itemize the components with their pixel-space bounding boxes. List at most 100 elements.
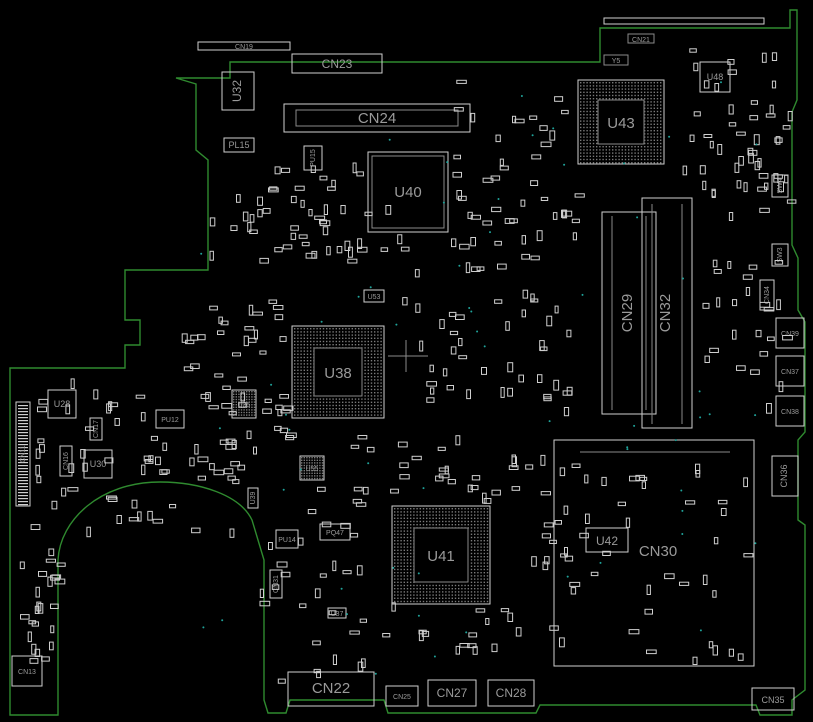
ball-pad <box>483 584 485 587</box>
passive-footprint <box>482 492 487 504</box>
ball-pad <box>380 382 382 384</box>
ball-pad <box>650 142 652 145</box>
ball-pad <box>358 340 360 343</box>
ball-pad <box>442 527 444 529</box>
via <box>626 448 629 451</box>
ball-pad <box>303 337 305 339</box>
passive-footprint <box>693 111 701 117</box>
ball-pad <box>458 524 460 526</box>
passive-footprint <box>530 293 535 302</box>
ball-pad <box>592 101 595 103</box>
ball-pad <box>467 520 469 523</box>
ball-pad <box>300 372 302 375</box>
passive-footprint <box>693 62 699 72</box>
ball-pad <box>367 369 369 371</box>
passive-footprint <box>336 246 343 254</box>
ball-pad <box>464 588 466 590</box>
ball-pad <box>403 536 405 539</box>
ball-pad <box>445 517 447 519</box>
via <box>200 252 203 255</box>
ball-pad <box>303 392 305 394</box>
ball-pad <box>432 524 434 526</box>
ball-pad <box>647 88 649 90</box>
ball-pad <box>300 353 302 355</box>
ball-pad <box>474 594 476 596</box>
ball-pad <box>306 388 309 391</box>
passive-footprint <box>764 182 769 190</box>
ball-pad <box>380 376 382 378</box>
ball-pad <box>480 552 482 555</box>
ball-pad <box>248 409 250 411</box>
passive-footprint <box>238 402 247 408</box>
passive-footprint <box>453 154 461 160</box>
ball-pad <box>596 155 598 157</box>
ball-pad <box>248 393 250 395</box>
passive-footprint <box>459 243 470 250</box>
ball-pad <box>300 340 302 343</box>
via <box>433 655 436 658</box>
ball-pad <box>644 136 646 138</box>
ball-pad <box>650 126 652 129</box>
ball-pad <box>477 565 479 567</box>
ball-pad <box>370 372 373 375</box>
ball-pad <box>624 98 627 100</box>
ball-pad <box>608 82 611 84</box>
ball-pad <box>486 600 489 603</box>
ball-pad <box>380 363 382 365</box>
ball-pad <box>470 540 473 542</box>
ball-pad <box>650 123 652 125</box>
ball-pad <box>653 85 655 87</box>
ball-pad <box>464 591 466 593</box>
ball-pad <box>596 149 598 151</box>
ball-pad <box>329 334 331 336</box>
ball-pad <box>351 334 353 336</box>
ball-pad <box>367 401 369 403</box>
ball-pad <box>313 414 315 416</box>
passive-footprint <box>31 643 37 655</box>
ball-pad <box>470 600 473 603</box>
ball-pad <box>644 104 646 106</box>
ball-pad <box>621 82 623 84</box>
passive-footprint <box>359 618 368 623</box>
ball-pad <box>413 520 415 523</box>
ball-pad <box>354 334 357 336</box>
passive-footprint <box>467 484 473 493</box>
svg-text:U35: U35 <box>238 402 251 409</box>
passive-footprint <box>716 297 721 308</box>
connector-cn37: CN37 <box>775 355 805 387</box>
passive-footprint <box>352 498 363 504</box>
ball-pad <box>406 588 409 590</box>
passive-footprint <box>37 438 45 444</box>
ball-pad <box>233 401 235 403</box>
ball-pad <box>474 559 476 561</box>
connector-pin <box>18 438 28 440</box>
ball-pad <box>310 369 312 371</box>
passive-footprint <box>549 130 556 141</box>
ball-pad <box>367 331 369 333</box>
ball-pad <box>631 155 633 157</box>
ball-pad <box>314 477 316 480</box>
ball-pad <box>653 149 655 151</box>
passive-footprint <box>771 52 778 61</box>
passive-footprint <box>579 532 589 539</box>
ball-pad <box>592 107 595 109</box>
passive-footprint <box>570 587 577 595</box>
ball-pad <box>448 514 450 516</box>
ball-pad <box>406 572 409 574</box>
ball-pad <box>586 146 588 148</box>
ball-pad <box>364 353 366 355</box>
ball-pad <box>301 467 303 469</box>
ball-pad <box>397 575 399 577</box>
passive-footprint <box>232 352 241 357</box>
passive-footprint <box>708 641 714 649</box>
svg-text:U37: U37 <box>331 611 344 618</box>
svg-text:CN36: CN36 <box>779 464 789 487</box>
ball-pad <box>580 120 582 122</box>
ball-pad <box>364 392 366 394</box>
ball-pad <box>602 88 604 90</box>
ball-pad <box>621 94 623 97</box>
ball-pad <box>397 549 399 551</box>
ball-pad <box>374 350 376 352</box>
ball-pad <box>458 600 460 603</box>
connector-pin <box>18 423 28 425</box>
